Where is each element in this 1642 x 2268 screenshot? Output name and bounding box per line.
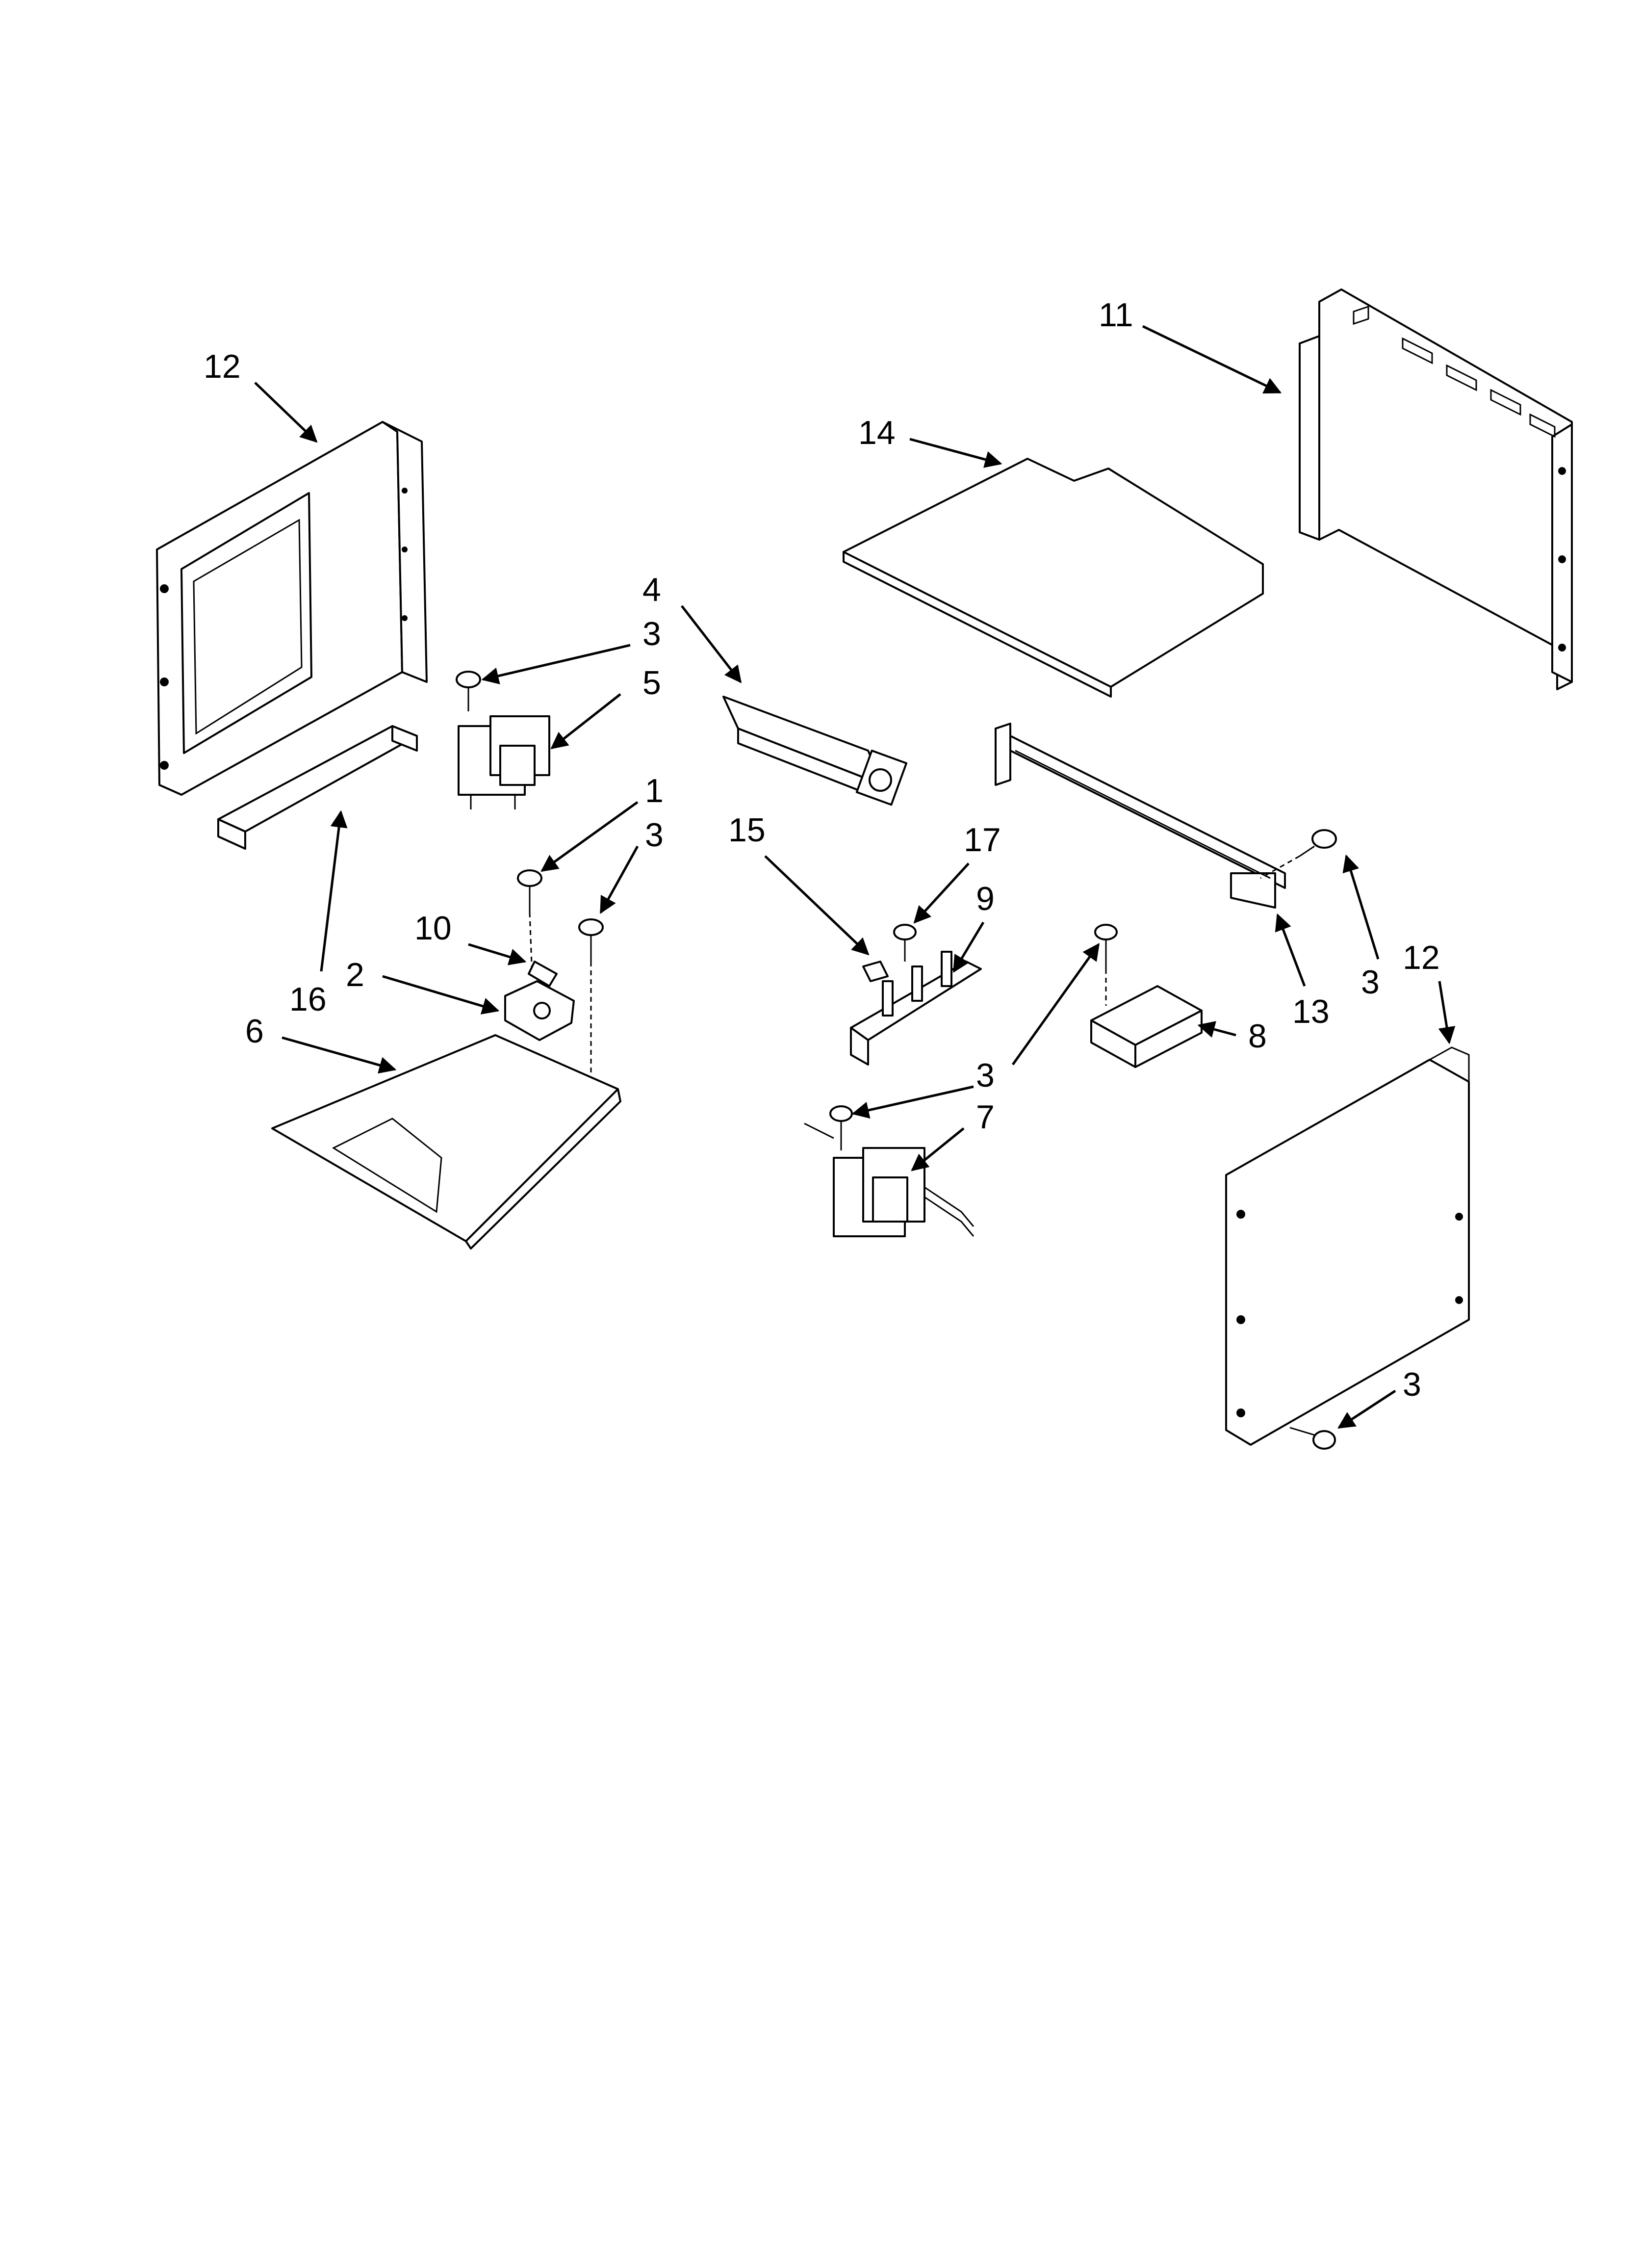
part-3-screw-bottom-right[interactable] bbox=[1289, 1427, 1336, 1450]
leader-lines bbox=[254, 325, 1456, 1429]
callout-3-b: 3 bbox=[645, 816, 664, 854]
part-3-screw-transformer[interactable] bbox=[829, 1105, 853, 1150]
part-12-right-side-panel[interactable] bbox=[1225, 1046, 1470, 1446]
callout-9: 9 bbox=[976, 880, 995, 917]
part-12-left-side-panel[interactable] bbox=[156, 421, 428, 796]
part-7-transformer[interactable] bbox=[804, 1122, 975, 1237]
callout-3-e: 3 bbox=[1403, 1366, 1421, 1403]
part-16-bracket[interactable] bbox=[217, 725, 418, 850]
part-15-nut[interactable] bbox=[862, 961, 889, 982]
callout-labels: 12 14 11 4 3 5 1 3 15 17 9 10 2 16 6 3 7… bbox=[204, 296, 1440, 1403]
part-6-bottom-panel[interactable] bbox=[271, 1034, 621, 1250]
callout-5: 5 bbox=[642, 664, 661, 702]
screw-icon bbox=[456, 671, 481, 711]
callout-16: 16 bbox=[289, 981, 327, 1018]
part-14-top-panel[interactable] bbox=[843, 458, 1264, 698]
part-17-screw[interactable] bbox=[893, 924, 917, 962]
callout-1: 1 bbox=[645, 772, 664, 809]
part-2-fuse-holder[interactable] bbox=[504, 980, 575, 1041]
part-10-fuse[interactable] bbox=[528, 961, 558, 987]
part-3-screw-right[interactable] bbox=[1260, 829, 1337, 879]
part-9-wire-clip[interactable] bbox=[850, 951, 982, 1066]
part-11-rear-panel[interactable] bbox=[1299, 288, 1573, 690]
callout-3-d: 3 bbox=[1361, 964, 1380, 1001]
callout-3-a: 3 bbox=[642, 615, 661, 652]
callout-2: 2 bbox=[346, 956, 364, 993]
callout-10: 10 bbox=[414, 910, 452, 947]
callout-6: 6 bbox=[245, 1013, 264, 1050]
callout-14: 14 bbox=[858, 414, 896, 451]
part-4-blower-fan[interactable] bbox=[722, 696, 908, 806]
part-5-transformer[interactable] bbox=[458, 715, 550, 809]
callout-12-right: 12 bbox=[1403, 939, 1440, 976]
callout-13: 13 bbox=[1292, 993, 1330, 1030]
callout-7: 7 bbox=[976, 1098, 995, 1136]
callout-15: 15 bbox=[728, 811, 766, 849]
part-13-rail[interactable] bbox=[995, 723, 1286, 909]
part-3-screw-module[interactable] bbox=[1094, 924, 1118, 1006]
callout-8: 8 bbox=[1248, 1017, 1267, 1055]
callout-17: 17 bbox=[964, 821, 1001, 859]
callout-12-left: 12 bbox=[204, 348, 241, 385]
callout-4: 4 bbox=[642, 571, 661, 608]
part-1-screw[interactable] bbox=[517, 869, 542, 977]
callout-11: 11 bbox=[1099, 296, 1133, 334]
callout-3-c: 3 bbox=[976, 1057, 995, 1094]
part-8-module[interactable] bbox=[1090, 985, 1203, 1068]
